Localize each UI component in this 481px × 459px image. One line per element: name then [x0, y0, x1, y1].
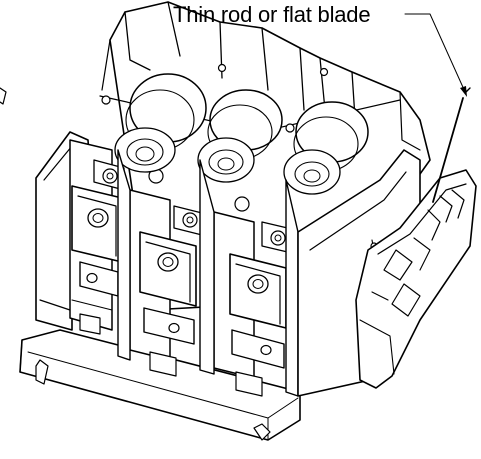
auxiliary-contact-block: [355, 169, 477, 389]
callout-label: Thin rod or flat blade: [173, 2, 371, 27]
mounting-base-plate: [19, 329, 301, 441]
edge-fragment: [0, 87, 7, 105]
coil-left: [114, 73, 207, 173]
callout-leader-line: [404, 13, 467, 97]
coil-middle: [197, 89, 283, 183]
phase-barriers: [117, 149, 299, 397]
terminal-pole-1: [69, 139, 125, 335]
terminal-pole-3: [213, 211, 297, 397]
thin-rod-tool: [432, 87, 471, 203]
terminal-pole-2: [129, 189, 207, 377]
coil-right: [283, 101, 369, 195]
